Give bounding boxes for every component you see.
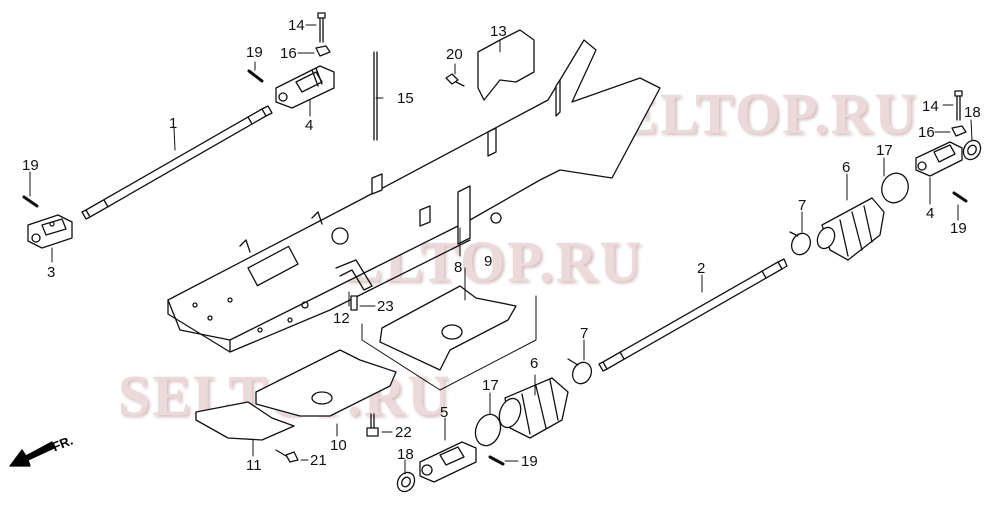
bolt-icon xyxy=(317,12,326,43)
seal-icon xyxy=(962,139,982,161)
frame-icon xyxy=(167,39,661,353)
callout-13: 13 xyxy=(490,23,507,40)
callout-22: 22 xyxy=(395,424,412,441)
callout-8: 8 xyxy=(454,259,463,276)
universal-joint-icon xyxy=(275,65,335,109)
callout-14: 14 xyxy=(288,17,305,34)
pin-icon xyxy=(488,455,505,466)
pin-icon xyxy=(22,195,39,208)
shaft-icon xyxy=(81,105,273,220)
nut-icon xyxy=(951,125,967,137)
universal-joint-icon xyxy=(419,441,477,483)
bolt-icon xyxy=(445,73,465,87)
universal-joint-icon xyxy=(27,214,73,249)
nut-icon xyxy=(315,45,331,57)
bracket-icon xyxy=(477,29,535,101)
callout-10: 10 xyxy=(330,437,347,454)
callout-15: 15 xyxy=(397,90,414,107)
bolt-icon xyxy=(366,413,379,437)
callout-19: 19 xyxy=(246,44,263,61)
ring-icon xyxy=(881,172,909,204)
callout-12: 12 xyxy=(333,310,350,327)
callout-3: 3 xyxy=(47,264,56,281)
callout-7: 7 xyxy=(580,325,589,342)
seal-icon xyxy=(396,471,416,493)
callout-19: 19 xyxy=(950,220,967,237)
bolt-icon xyxy=(954,90,963,121)
callout-17: 17 xyxy=(876,142,893,159)
hole xyxy=(311,391,333,405)
callout-16: 16 xyxy=(280,45,297,62)
callout-1: 1 xyxy=(169,115,178,132)
skid-plate-icon xyxy=(379,285,517,371)
callout-23: 23 xyxy=(377,298,394,315)
pipe-icon xyxy=(335,259,373,291)
callout-19: 19 xyxy=(22,157,39,174)
callout-9: 9 xyxy=(484,253,493,270)
callout-11: 11 xyxy=(246,457,262,474)
skid-plate-icon xyxy=(255,349,397,417)
callout-6: 6 xyxy=(842,159,851,176)
ring-icon xyxy=(474,413,502,447)
front-direction-arrow-icon xyxy=(9,441,55,467)
hole xyxy=(441,324,463,340)
callout-19: 19 xyxy=(521,453,538,470)
callout-21: 21 xyxy=(310,452,327,469)
callout-18: 18 xyxy=(964,104,981,121)
plate-icon xyxy=(195,401,295,441)
callout-2: 2 xyxy=(697,260,706,277)
callout-14: 14 xyxy=(922,98,939,115)
callout-4: 4 xyxy=(305,117,314,134)
band-icon xyxy=(567,358,593,385)
callout-4: 4 xyxy=(926,205,935,222)
callout-17: 17 xyxy=(482,377,499,394)
pin-icon xyxy=(247,69,264,83)
callout-5: 5 xyxy=(440,404,449,421)
universal-joint-icon xyxy=(915,141,963,177)
band-icon xyxy=(789,231,812,256)
boot-icon xyxy=(498,377,569,439)
shaft-icon xyxy=(598,258,788,372)
leader-lines xyxy=(29,24,973,475)
callout-16: 16 xyxy=(918,124,935,141)
callout-18: 18 xyxy=(397,446,414,463)
boot-icon xyxy=(816,197,885,261)
callout-6: 6 xyxy=(530,355,539,372)
stud-bolt-icon xyxy=(373,51,378,141)
bolt-icon xyxy=(275,449,299,463)
grease-fitting-icon xyxy=(350,295,358,311)
pin-icon xyxy=(952,191,968,203)
callout-7: 7 xyxy=(798,197,807,214)
callout-20: 20 xyxy=(446,46,463,63)
